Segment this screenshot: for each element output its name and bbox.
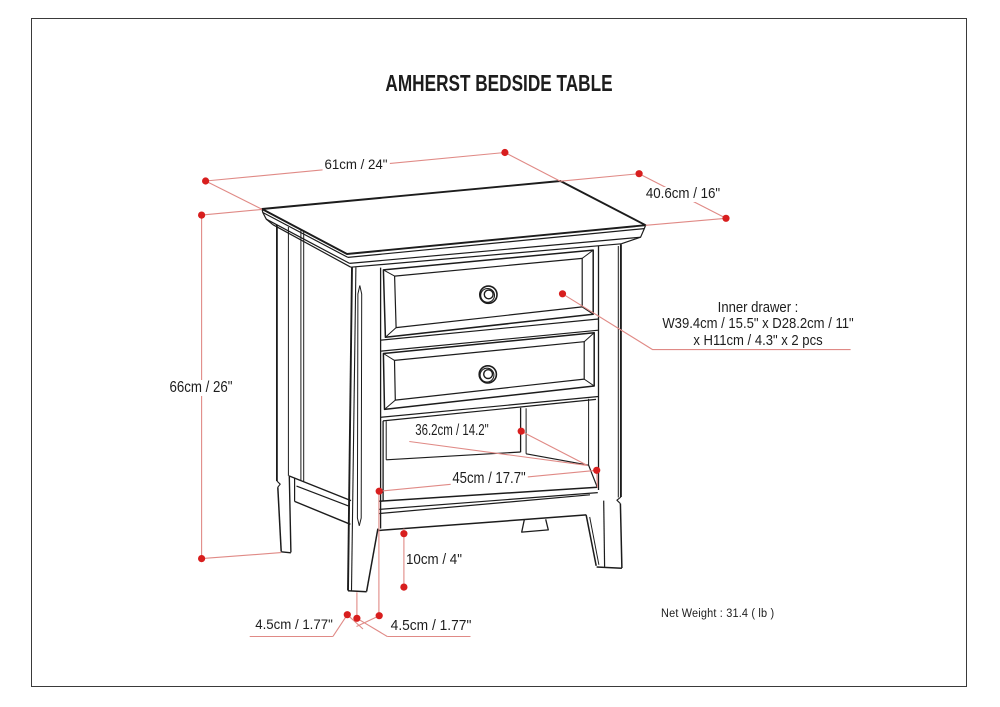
dimension-dot [375, 612, 383, 620]
cabinet-left-side [275, 224, 352, 554]
open-shelf [377, 398, 598, 532]
dimension-dot [558, 290, 567, 298]
dimension-dot [198, 555, 206, 563]
dimension-shelf-clearance-label: 36.2cm / 14.2" [415, 421, 489, 439]
drawer-bottom [382, 331, 595, 411]
dimension-dot [202, 177, 210, 185]
page-title: AMHERST BEDSIDE TABLE [385, 70, 613, 96]
tabletop [261, 180, 647, 268]
dimension-dot [400, 583, 408, 591]
inner-drawer-note: Inner drawer : W39.4cm / 15.5" x D28.2cm… [662, 300, 853, 349]
drawer-top [382, 249, 594, 339]
drawer-pull-icon [478, 285, 498, 305]
dimension-depth-label: 40.6cm / 16" [644, 185, 723, 202]
front-left-leg [347, 266, 382, 593]
dimension-height-label: 66cm / 26" [167, 378, 235, 396]
dimension-dot [343, 611, 351, 619]
dimension-foot-depth-label: 4.5cm / 1.77" [254, 616, 333, 633]
dimension-dot [593, 466, 601, 474]
inner-drawer-note-line2: W39.4cm / 15.5" x D28.2cm / 11" [661, 316, 854, 333]
front-right-leg [585, 244, 623, 570]
dimension-dot [501, 148, 509, 157]
inner-drawer-note-line3: x H11cm / 4.3" x 2 pcs [692, 332, 823, 349]
drawer-pull-icon [478, 364, 498, 384]
drawer-rails [380, 318, 599, 422]
dimension-dot [400, 530, 408, 538]
dimension-leg-height-label: 10cm / 4" [406, 551, 463, 569]
dimension-dot [635, 170, 643, 178]
back-right-foot [521, 519, 549, 533]
dimension-dot [198, 211, 206, 219]
dimension-foot-width-label: 4.5cm / 1.77" [390, 618, 472, 634]
dimension-dot [353, 614, 361, 622]
net-weight-label: Net Weight : 31.4 ( lb ) [660, 605, 775, 620]
inner-drawer-note-line1: Inner drawer : [717, 300, 798, 316]
dimension-dot [517, 427, 525, 435]
dimension-shelf-width-label: 45cm / 17.7" [450, 470, 528, 487]
dimension-dot [722, 214, 730, 222]
dimension-width-label: 61cm / 24" [322, 156, 390, 172]
dimension-dot [375, 487, 383, 495]
page-border [31, 18, 967, 687]
